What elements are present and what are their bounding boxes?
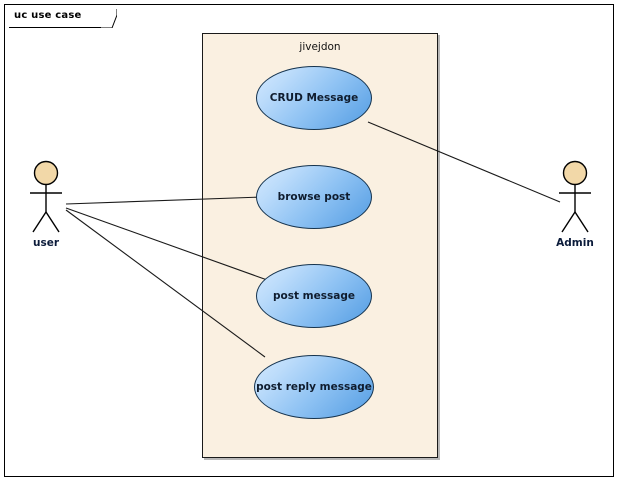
actor-user[interactable]: user — [16, 160, 76, 249]
actor-label: Admin — [556, 237, 594, 249]
frame-label-tab — [9, 9, 101, 28]
actor-admin[interactable]: Admin — [545, 160, 605, 249]
uml-frame: uc use case — [4, 4, 614, 477]
use-case-post-message[interactable]: post message — [256, 264, 372, 328]
package-title: jivejdon — [299, 41, 341, 53]
actor-label: user — [32, 237, 60, 249]
frame-label-notch-icon — [100, 9, 117, 28]
actor-stick-figure-icon — [559, 160, 591, 233]
use-case-label: post message — [273, 290, 355, 302]
use-case-crud-message[interactable]: CRUD Message — [256, 66, 372, 130]
use-case-label: post reply message — [256, 381, 372, 393]
use-case-label: browse post — [277, 191, 351, 203]
actor-stick-figure-icon — [30, 160, 62, 233]
frame-label: uc use case — [14, 10, 82, 21]
use-case-post-reply-message[interactable]: post reply message — [254, 355, 374, 419]
actor-head-icon — [562, 160, 588, 186]
use-case-browse-post[interactable]: browse post — [256, 165, 372, 229]
use-case-label: CRUD Message — [269, 92, 359, 104]
actor-head-icon — [33, 160, 59, 186]
